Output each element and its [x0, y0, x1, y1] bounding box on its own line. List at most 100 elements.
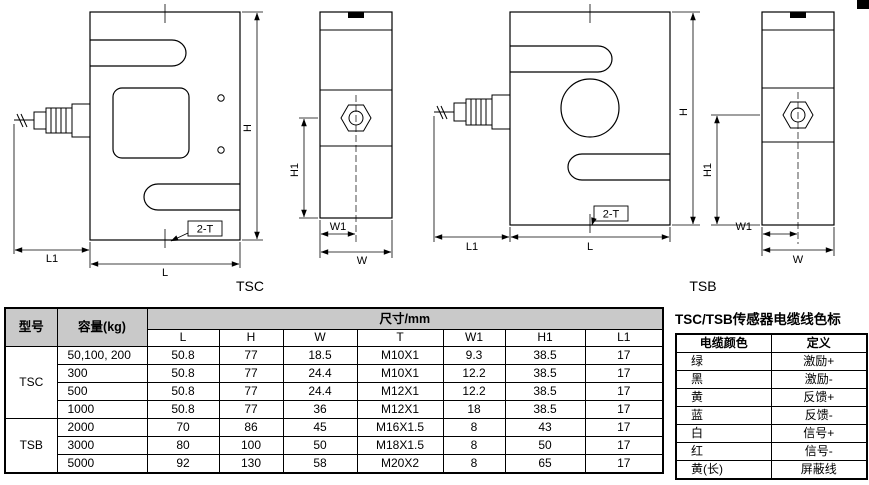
cable-definition-cell: 激励- — [770, 370, 868, 389]
dim-value-cell: 17 — [584, 418, 664, 437]
dim-value-cell: 77 — [218, 346, 284, 365]
dim-value-cell: 80 — [146, 436, 220, 455]
cable-definition-cell: 信号+ — [770, 424, 868, 443]
dim-value-cell: 17 — [584, 436, 664, 455]
tsb-dim-l1-label: L1 — [466, 241, 478, 253]
dim-value-cell: 50.8 — [146, 382, 220, 401]
corner-mark — [857, 0, 869, 9]
capacity-cell: 1000 — [56, 400, 148, 419]
cable-definition-cell: 反馈- — [770, 406, 868, 425]
cable-definition-cell: 屏蔽线 — [770, 460, 868, 480]
dim-value-cell: 38.5 — [504, 346, 586, 365]
dim-value-cell: M12X1 — [356, 400, 444, 419]
tsb-dim-h1-label: H1 — [702, 163, 714, 177]
tsb-front-view — [434, 4, 671, 233]
tsc-dim-l-label: L — [162, 267, 168, 279]
tsc-side-view — [319, 11, 393, 242]
dim-value-cell: M12X1 — [356, 382, 444, 401]
tsb-dim-l-label: L — [587, 241, 593, 253]
cable-table-row: 绿激励+ — [675, 352, 868, 371]
tsb-front-dimension-lines — [433, 11, 700, 242]
tsc-dim-h-label: H — [242, 124, 254, 132]
dim-table-header-row: 型号 容量(kg) 尺寸/mm — [4, 307, 664, 347]
cable-color-cell: 蓝 — [675, 406, 772, 425]
dim-value-cell: 17 — [584, 400, 664, 419]
cable-table-row: 黄反馈+ — [675, 388, 868, 407]
capacity-cell: 50,100, 200 — [56, 346, 148, 365]
cable-color-cell: 黄 — [675, 388, 772, 407]
dim-value-cell: 17 — [584, 346, 664, 365]
dim-value-cell: 12.2 — [442, 382, 506, 401]
dim-value-cell: 70 — [146, 418, 220, 437]
tsc-dim-w1-label: W1 — [330, 221, 347, 233]
cable-definition-cell: 信号- — [770, 442, 868, 461]
dim-value-cell: 18 — [442, 400, 506, 419]
tsb-dim-w1-label: W1 — [736, 221, 753, 233]
dim-value-cell: 8 — [442, 436, 506, 455]
capacity-cell: 3000 — [56, 436, 148, 455]
dim-value-cell: 17 — [584, 364, 664, 383]
cable-table-row: 黄(长)屏蔽线 — [675, 460, 868, 480]
dim-value-cell: M18X1.5 — [356, 436, 444, 455]
dim-value-cell: M10X1 — [356, 346, 444, 365]
dim-value-cell: 50 — [504, 436, 586, 455]
model-cell: TSB — [4, 418, 58, 474]
cable-color-panel: TSC/TSB传感器电缆线色标 电缆颜色定义 绿激励+黑激励-黄反馈+蓝反馈-白… — [675, 308, 868, 480]
tsc-dim-h1-label: H1 — [289, 163, 301, 177]
dim-value-cell: 50.8 — [146, 346, 220, 365]
tsc-caption: TSC — [236, 278, 264, 294]
tsc-screw-bottom — [217, 146, 225, 154]
capacity-cell: 300 — [56, 364, 148, 383]
dim-value-cell: 24.4 — [282, 382, 358, 401]
cable-table-body: 绿激励+黑激励-黄反馈+蓝反馈-白信号+红信号-黄(长)屏蔽线 — [675, 352, 868, 480]
dim-value-cell: M10X1 — [356, 364, 444, 383]
dim-value-cell: 58 — [282, 454, 358, 474]
dim-value-cell: 24.4 — [282, 364, 358, 383]
cable-table-header-row: 电缆颜色定义 — [675, 333, 868, 353]
dim-value-cell: 100 — [218, 436, 284, 455]
dim-value-cell: 8 — [442, 418, 506, 437]
dim-value-cell: 86 — [218, 418, 284, 437]
technical-drawings: H L1 L 2-T H1 W1 W — [13, 0, 869, 294]
tsc-top-slot-mark — [348, 12, 364, 18]
tsb-dim-2t-label: 2-T — [603, 209, 620, 221]
size-col-header: H1 — [504, 329, 586, 347]
cable-table-row: 蓝反馈- — [675, 406, 868, 425]
tsb-side-dimension-lines — [711, 114, 835, 256]
size-group-header: 尺寸/mm — [146, 307, 664, 330]
tsb-caption: TSB — [689, 278, 716, 294]
size-col-header: W1 — [442, 329, 506, 347]
cable-color-cell: 黄(长) — [675, 460, 772, 480]
dim-value-cell: 50.8 — [146, 400, 220, 419]
cable-table-title: TSC/TSB传感器电缆线色标 — [675, 312, 841, 327]
tsc-bottom-slot — [143, 183, 240, 211]
tsb-body-outline — [509, 11, 671, 226]
cable-table-row: 红信号- — [675, 442, 868, 461]
tsc-dim-w-label: W — [357, 255, 368, 267]
dim-value-cell: 77 — [218, 382, 284, 401]
size-col-header: L — [146, 329, 220, 347]
dim-value-cell: 12.2 — [442, 364, 506, 383]
dim-value-cell: 130 — [218, 454, 284, 474]
tsc-front-view — [14, 4, 241, 248]
tsb-center-hole — [560, 78, 620, 138]
dim-value-cell: 50 — [282, 436, 358, 455]
tsc-dim-2t-label: 2-T — [197, 224, 214, 236]
dim-value-cell: 36 — [282, 400, 358, 419]
cable-col-header: 电缆颜色 — [675, 333, 772, 353]
tsc-dim-l1-label: L1 — [46, 253, 58, 265]
tsb-side-view — [761, 11, 835, 244]
cable-color-cell: 白 — [675, 424, 772, 443]
dim-value-cell: 8 — [442, 454, 506, 474]
dim-value-cell: M16X1.5 — [356, 418, 444, 437]
size-col-header: W — [282, 329, 358, 347]
dim-value-cell: 50.8 — [146, 364, 220, 383]
cable-table-row: 白信号+ — [675, 424, 868, 443]
